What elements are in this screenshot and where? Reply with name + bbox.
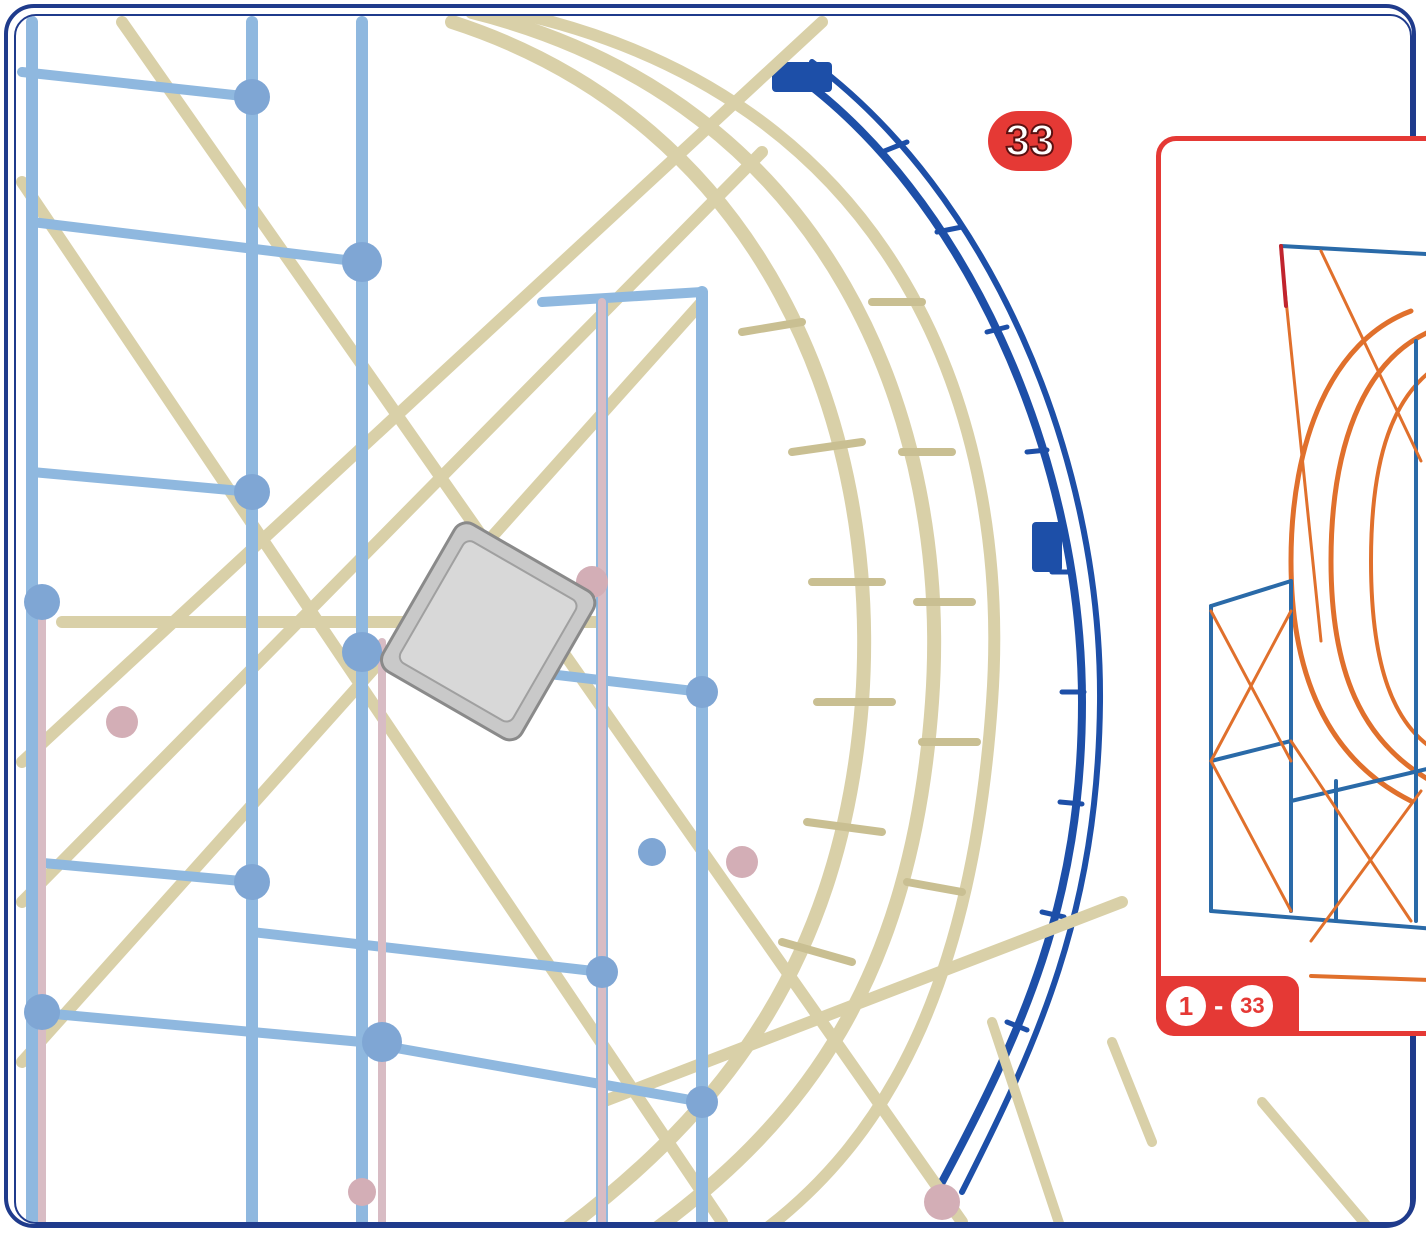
assembly-illustration xyxy=(16,16,1371,1222)
completed-model-inset xyxy=(1156,136,1426,1036)
range-separator: - xyxy=(1214,990,1224,1021)
model-preview-icon xyxy=(1209,244,1426,982)
range-end-number: 33 xyxy=(1231,985,1274,1027)
range-start-number: 1 xyxy=(1166,986,1206,1026)
step-range-label: 1 - 33 xyxy=(1156,976,1299,1036)
step-number-badge: 33 xyxy=(988,111,1072,171)
step-number: 33 xyxy=(1005,115,1056,166)
